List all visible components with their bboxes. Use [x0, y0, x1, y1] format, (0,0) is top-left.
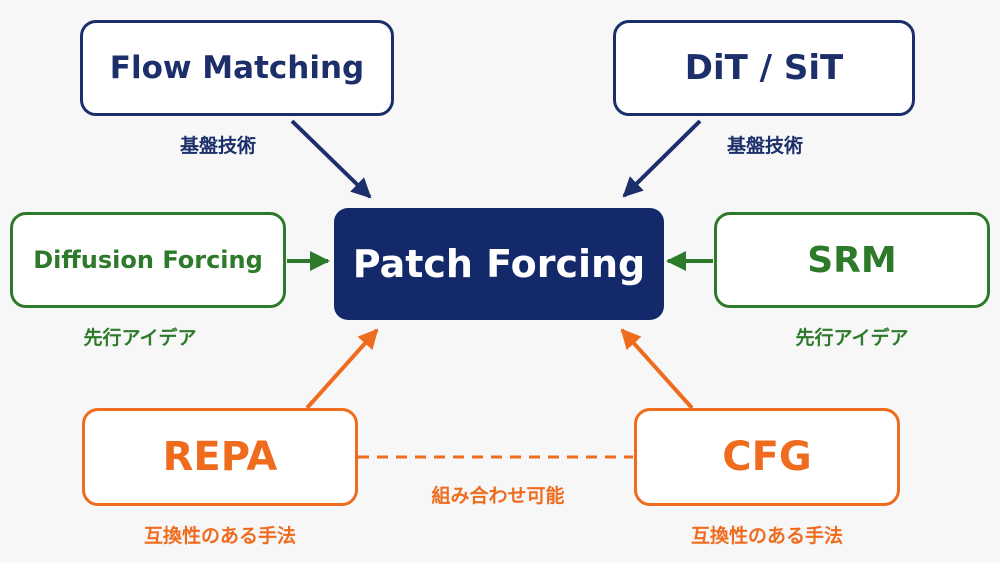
- caption-dit-sit: 基盤技術: [726, 135, 804, 157]
- caption-srm: 先行アイデア: [795, 327, 909, 349]
- node-flow-matching-label: Flow Matching: [109, 50, 365, 86]
- center-label: Patch Forcing: [352, 242, 646, 286]
- node-diffusion-forcing: Diffusion Forcing: [10, 212, 286, 308]
- caption-flow-matching: 基盤技術: [179, 135, 257, 157]
- caption-cfg: 互換性のある手法: [690, 525, 844, 547]
- node-flow-matching: Flow Matching: [80, 20, 394, 116]
- link-label: 組み合わせ可能: [431, 485, 565, 507]
- arrow-repa-to-center: [305, 328, 379, 410]
- node-center-patch-forcing: Patch Forcing: [334, 208, 664, 320]
- node-dit-sit: DiT / SiT: [613, 20, 915, 116]
- node-cfg: CFG: [634, 408, 900, 506]
- arrow-flow-matching-to-center: [290, 119, 372, 199]
- caption-repa: 互換性のある手法: [143, 525, 297, 547]
- arrow-cfg-to-center: [620, 328, 694, 410]
- node-repa: REPA: [82, 408, 358, 506]
- caption-diffusion-forcing: 先行アイデア: [83, 327, 197, 349]
- node-diffusion-forcing-label: Diffusion Forcing: [33, 246, 263, 274]
- node-cfg-label: CFG: [722, 434, 812, 480]
- node-srm-label: SRM: [807, 239, 897, 281]
- node-dit-sit-label: DiT / SiT: [684, 48, 844, 88]
- node-srm: SRM: [714, 212, 990, 308]
- arrow-dit-to-center: [622, 119, 702, 198]
- node-repa-label: REPA: [162, 434, 278, 480]
